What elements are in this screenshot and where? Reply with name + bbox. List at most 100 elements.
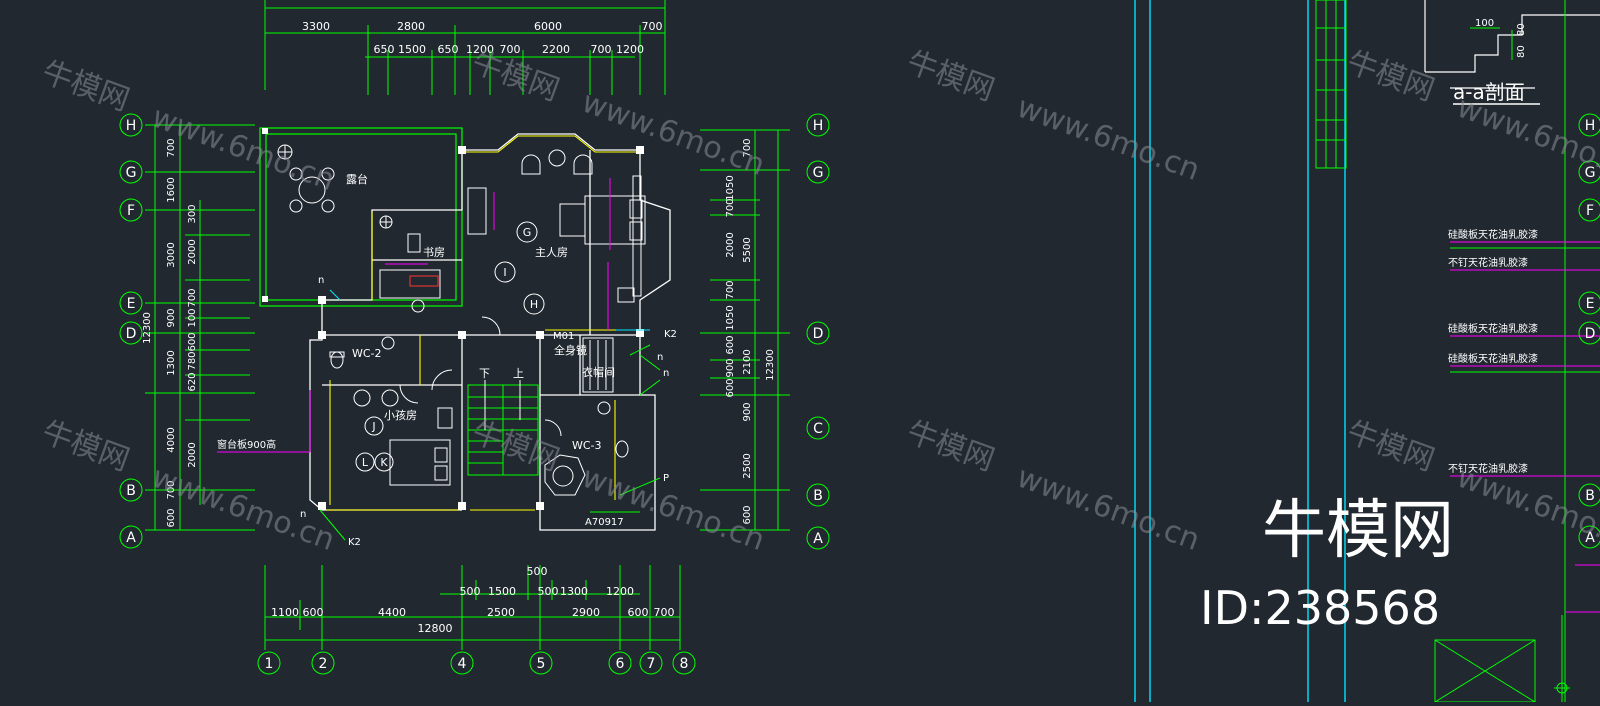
dim-bottom-extra: 500 (527, 565, 548, 578)
dim-right-5: 2500 (742, 453, 753, 478)
axis-col-7: 7 (647, 656, 656, 672)
watermark-url-3: www.6mo.cn (1012, 90, 1204, 188)
dim-left-6: 4000 (166, 427, 177, 452)
axis-col-6: 6 (616, 656, 625, 672)
watermark-url-2: www.6mo.cn (577, 85, 769, 183)
dim-left-in-1: 300 (187, 204, 198, 223)
marker-j: J (371, 420, 375, 433)
dim-top2-7: 700 (591, 43, 612, 56)
dim-left-5: 1300 (166, 350, 177, 375)
dim-top-4: 700 (642, 20, 663, 33)
axis-left-A: A (126, 530, 136, 546)
axis-col-8: 8 (680, 656, 689, 672)
section-axis-B: B (1585, 488, 1595, 504)
cyan-leader-lines (329, 289, 650, 331)
dim-right-in-4: 700 (725, 280, 736, 299)
room-kids: 小孩房 (384, 409, 417, 422)
label-n-4: n (300, 509, 306, 520)
dim-bottom-4: 1300 (560, 585, 588, 598)
label-k2-bottom: K2 (348, 537, 361, 548)
section-axis-G: G (1585, 165, 1596, 181)
marker-g: G (523, 226, 532, 239)
label-n-3: n (663, 368, 669, 379)
label-n-1: n (318, 275, 324, 286)
section-axis-D: D (1585, 326, 1596, 342)
axis-col-1: 1 (265, 656, 274, 672)
dim-bottom-overall: 12800 (418, 622, 453, 635)
dim-bottom2-4: 2500 (487, 606, 515, 619)
wc-fixtures (329, 336, 629, 496)
dim-left-in-8: 2000 (187, 442, 198, 467)
right-dimension-chain (700, 129, 790, 531)
dim-top2-3: 650 (438, 43, 459, 56)
label-n-2: n (657, 352, 663, 363)
watermark-brand-3: 牛模网 (902, 45, 999, 109)
watermark-brand-8: 牛模网 (1342, 415, 1439, 479)
dim-bottom2-7: 700 (654, 606, 675, 619)
staircase-arrows (484, 380, 521, 430)
study-desk-red (409, 275, 439, 287)
section-axis-A: A (1585, 530, 1595, 546)
axis-left-G: G (126, 165, 137, 181)
section-stair-dims (1470, 27, 1513, 60)
section-note-5: 不钉天花油乳胶漆 (1448, 462, 1528, 475)
magenta-annotations (217, 178, 611, 453)
axis-left-H: H (126, 118, 137, 134)
axis-right-A: A (813, 531, 823, 547)
dim-right-3: 2100 (742, 349, 753, 374)
marker-l: L (362, 456, 369, 469)
dim-bottom2-2: 600 (303, 606, 324, 619)
plant-icon (277, 144, 393, 229)
axis-right-H: H (813, 118, 824, 134)
terrace-table-set (289, 167, 335, 213)
dim-right-in-2: 700 (725, 198, 736, 217)
section-axis-E: E (1586, 296, 1595, 312)
room-master: 主人房 (535, 246, 568, 259)
axis-col-4: 4 (458, 656, 467, 672)
dim-bottom2-1: 1100 (271, 606, 299, 619)
label-k2-right: K2 (664, 329, 677, 340)
dim-top-3: 6000 (534, 20, 562, 33)
dim-bottom2-5: 2900 (572, 606, 600, 619)
dim-left-3: 3000 (166, 242, 177, 267)
master-dresser (467, 175, 642, 303)
axis-left-F: F (127, 203, 135, 219)
dim-right-1: 700 (742, 138, 753, 157)
dim-right-in-6: 600 (725, 335, 736, 354)
dim-right-6: 600 (742, 505, 753, 524)
closet-rail (582, 337, 614, 393)
dim-left-in-2: 2000 (187, 239, 198, 264)
room-wc2: WC-2 (352, 347, 382, 360)
axis-right-C: C (813, 421, 823, 437)
section-dim-80a: 80 (1516, 23, 1527, 36)
side-ruler (1315, 0, 1347, 169)
marker-k: K (380, 456, 388, 469)
axis-bubbles-left (119, 113, 830, 675)
dim-right-in-7: 900 (725, 358, 736, 377)
watermark-brand-4: 牛模网 (1342, 45, 1439, 109)
room-terrace: 露台 (346, 172, 368, 186)
dim-left-7: 700 (166, 480, 177, 499)
dim-top-1: 3300 (302, 20, 330, 33)
room-study: 书房 (423, 246, 445, 259)
axis-right-G: G (813, 165, 824, 181)
watermark-brand-5: 牛模网 (37, 415, 134, 479)
section-base-box (1434, 615, 1570, 703)
dim-left-in-6: 780 (187, 351, 198, 370)
marker-i: I (503, 266, 506, 279)
axis-col-5: 5 (537, 656, 546, 672)
dim-top-2: 2800 (397, 20, 425, 33)
watermark-brand-6: 牛模网 (467, 415, 564, 479)
section-dim-100: 100 (1475, 18, 1494, 29)
dim-right-overall: 12300 (765, 349, 776, 381)
label-m01: M01 (553, 331, 574, 342)
dim-left-8: 600 (166, 508, 177, 527)
dim-left-in-5: 600 (187, 332, 198, 351)
label-p: P (663, 473, 669, 484)
room-mirror: 全身镜 (554, 343, 587, 357)
room-wc3: WC-3 (572, 439, 602, 452)
stair-down: 下 (479, 367, 490, 380)
dim-bottom-1: 500 (460, 585, 481, 598)
